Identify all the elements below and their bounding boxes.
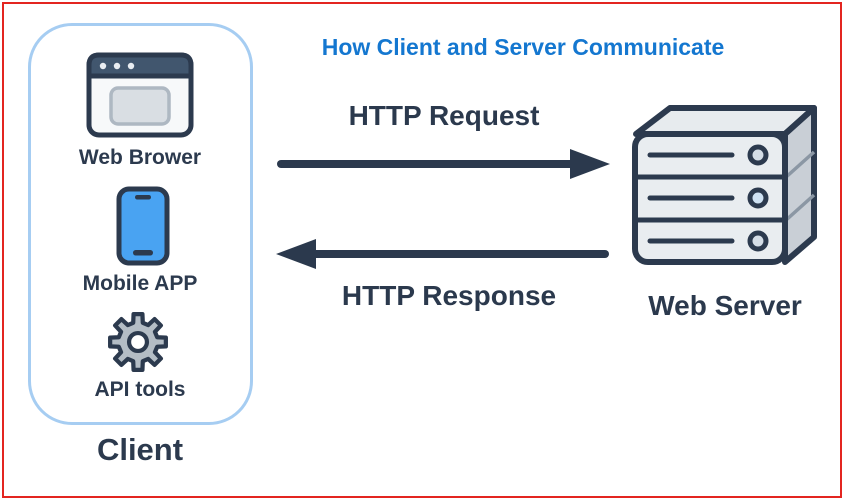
http-response-arrow [276, 239, 609, 269]
http-response-label: HTTP Response [341, 280, 557, 311]
http-request-arrow [277, 149, 610, 179]
web-browser-icon [86, 52, 194, 138]
http-request-label: HTTP Request [348, 100, 540, 131]
gear-icon [108, 312, 168, 372]
web-server-label: Web Server [648, 290, 802, 321]
mobile-app-label: Mobile APP [82, 272, 198, 295]
client-label: Client [96, 432, 184, 467]
api-tools-label: API tools [94, 378, 186, 401]
mobile-app-icon [116, 186, 170, 266]
diagram-title: How Client and Server Communicate [321, 34, 725, 60]
web-server-icon [632, 105, 817, 265]
web-browser-label: Web Brower [78, 146, 202, 169]
